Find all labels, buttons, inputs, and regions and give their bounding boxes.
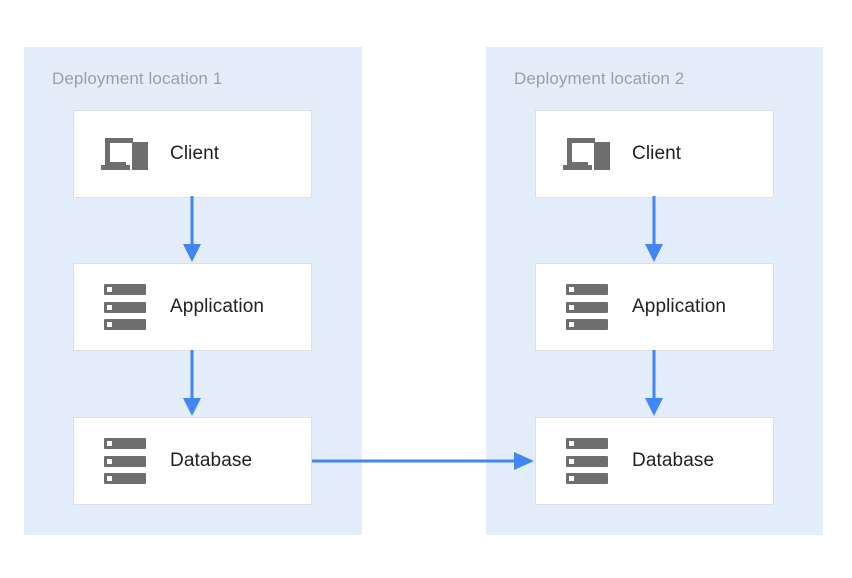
server-bar <box>566 473 608 484</box>
arrow-application1-to-database1 <box>181 350 203 416</box>
node-database-1-label: Database <box>170 450 253 471</box>
deployment-zone-2: Deployment location 2 Client Application <box>486 47 823 535</box>
node-database-1[interactable]: Database <box>73 417 312 505</box>
server-bar <box>104 455 146 467</box>
node-database-2-label: Database <box>632 450 715 471</box>
node-application-2[interactable]: Application <box>535 263 774 351</box>
server-bar <box>104 319 146 330</box>
arrow-application2-to-database2 <box>643 350 665 416</box>
server-bar <box>566 319 608 330</box>
node-client-1[interactable]: Client <box>73 110 312 198</box>
server-icon <box>556 438 618 484</box>
devices-icon <box>556 134 618 174</box>
server-bar <box>104 473 146 484</box>
zone-2-label: Deployment location 2 <box>514 69 685 88</box>
server-bar <box>104 284 146 295</box>
node-client-2[interactable]: Client <box>535 110 774 198</box>
server-bar <box>566 455 608 467</box>
node-client-2-label: Client <box>632 143 682 164</box>
node-database-2[interactable]: Database <box>535 417 774 505</box>
server-icon <box>94 438 156 484</box>
zone-1-label: Deployment location 1 <box>52 69 223 88</box>
node-client-1-label: Client <box>170 143 220 164</box>
server-icon <box>94 284 156 330</box>
devices-icon <box>94 134 156 174</box>
arrow-client2-to-application2 <box>643 196 665 262</box>
server-bar <box>566 284 608 295</box>
server-bar <box>566 438 608 449</box>
node-application-2-label: Application <box>632 296 727 317</box>
arrow-database1-to-database2 <box>312 450 536 472</box>
node-application-1-label: Application <box>170 296 265 317</box>
server-bar <box>104 438 146 449</box>
deployment-zone-1: Deployment location 1 Client Ap <box>24 47 362 535</box>
node-application-1[interactable]: Application <box>73 263 312 351</box>
server-bar <box>566 301 608 313</box>
arrow-client1-to-application1 <box>181 196 203 262</box>
server-icon <box>556 284 618 330</box>
server-bar <box>104 301 146 313</box>
